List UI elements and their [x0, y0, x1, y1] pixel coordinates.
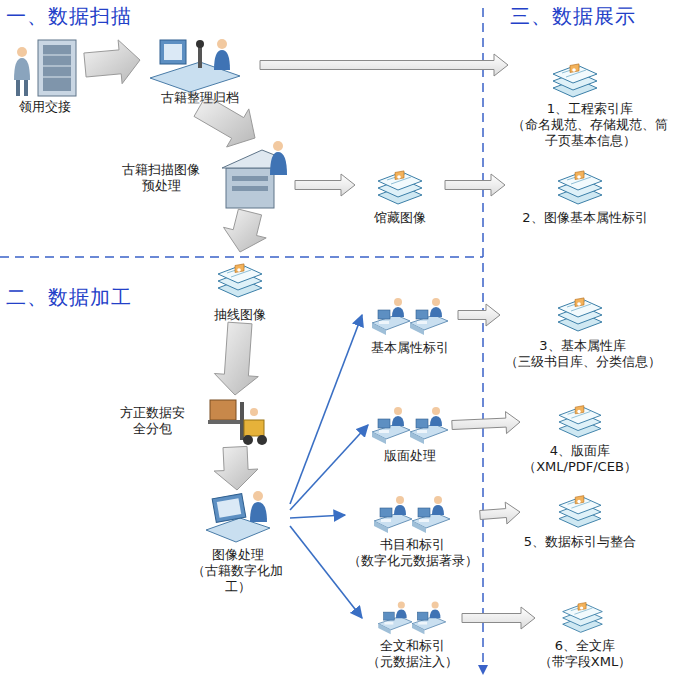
- hollow-arrow: [458, 304, 500, 326]
- process-node: 全文和标引（元数据注入）: [362, 596, 462, 670]
- hollow-arrow: [260, 54, 508, 76]
- node-title: 1、工程索引库: [508, 101, 672, 117]
- process-node: 馆藏图像: [355, 162, 445, 226]
- divider: [0, 256, 483, 258]
- process-node: 古籍整理归档: [140, 30, 260, 106]
- process-node: 1、工程索引库（命名规范、存储规范、筒子页基本信息）: [508, 55, 672, 149]
- hollow-arrow: [462, 607, 535, 629]
- hollow-arrow: [295, 174, 355, 196]
- section-heading: 二、数据加工: [6, 285, 132, 309]
- process-node: 领用交接: [5, 35, 85, 115]
- node-title: 5、数据标引与整合: [520, 534, 640, 550]
- node-title: 2、图像基本属性标引: [505, 210, 665, 226]
- node-note: （数字化元数据著录）: [345, 553, 480, 569]
- node-title: 6、全文库: [535, 638, 635, 654]
- node-title: 4、版面库: [520, 443, 640, 459]
- node-title: 图像处理: [185, 547, 290, 563]
- hollow-arrow: [452, 412, 520, 434]
- hollow-arrow: [445, 174, 505, 196]
- process-node: 抽线图像: [200, 252, 280, 323]
- process-node: 方正数据安全分包: [118, 395, 271, 447]
- process-node: 2、图像基本属性标引: [505, 162, 665, 226]
- process-node: 3、基本属性库（三级书目库、分类信息）: [500, 290, 665, 370]
- node-title: 古籍整理归档: [140, 90, 260, 106]
- archive-icon: [150, 39, 240, 92]
- process-node: 古籍扫描图像预处理: [120, 138, 295, 212]
- block-arrow: [224, 209, 267, 252]
- process-node: 6、全文库（带字段XML）: [535, 596, 635, 670]
- node-note: （古籍数字化加工）: [185, 563, 290, 595]
- block-arrow: [84, 40, 140, 84]
- node-title: 馆藏图像: [355, 210, 445, 226]
- process-node: 基本属性标引: [362, 290, 458, 356]
- flow-arrow: [290, 315, 362, 504]
- block-arrow: [214, 322, 258, 395]
- handover-icon: [14, 40, 76, 96]
- scanner-icon: [222, 141, 287, 208]
- node-title: 全文和标引: [362, 638, 462, 654]
- process-node: 图像处理（古籍数字化加工）: [185, 490, 290, 595]
- process-node: 书目和标引（数字化元数据著录）: [345, 490, 480, 569]
- node-title: 抽线图像: [200, 307, 280, 323]
- node-note: （三级书目库、分类信息）: [500, 354, 665, 370]
- hollow-arrow: [480, 502, 520, 524]
- block-arrow: [214, 446, 258, 490]
- node-title: 3、基本属性库: [500, 338, 665, 354]
- process-node: 4、版面库（XML/PDF/CEB）: [520, 400, 640, 475]
- process-node: 5、数据标引与整合: [520, 490, 640, 550]
- forklift-icon: [208, 400, 267, 445]
- node-title: 基本属性标引: [362, 340, 458, 356]
- node-title: 书目和标引: [345, 537, 480, 553]
- section-heading: 三、数据展示: [510, 4, 636, 28]
- processing-icon: [206, 491, 270, 542]
- node-note: （命名规范、存储规范、筒子页基本信息）: [508, 117, 672, 149]
- node-title: 版面处理: [368, 448, 452, 464]
- node-title: 古籍扫描图像预处理: [120, 162, 202, 194]
- divider-arrowhead: [478, 665, 488, 675]
- flow-arrow: [290, 526, 362, 618]
- section-heading: 一、数据扫描: [6, 4, 132, 28]
- node-note: （XML/PDF/CEB）: [520, 459, 640, 475]
- node-title: 领用交接: [5, 99, 85, 115]
- process-node: 版面处理: [368, 400, 452, 464]
- node-note: （元数据注入）: [362, 654, 462, 670]
- node-title: 方正数据安全分包: [118, 405, 186, 437]
- flow-arrow: [290, 425, 368, 510]
- flow-arrow: [290, 515, 345, 518]
- divider: [482, 8, 484, 666]
- node-note: （带字段XML）: [535, 654, 635, 670]
